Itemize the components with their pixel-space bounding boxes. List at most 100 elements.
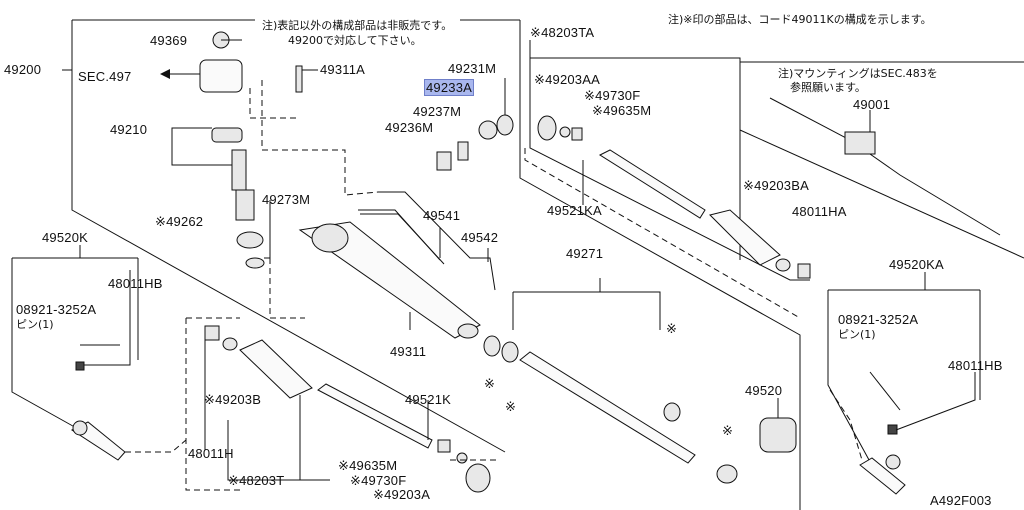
dash-housing-left xyxy=(249,88,300,119)
label-49273M[interactable]: 49273M xyxy=(262,192,311,207)
arrow-sec497-head xyxy=(160,69,170,79)
label-49520K[interactable]: 49520K xyxy=(42,230,89,245)
frame-48203TA xyxy=(529,40,810,281)
label-49237M[interactable]: 49237M xyxy=(413,104,462,119)
tube-flange xyxy=(311,223,349,253)
label-49369[interactable]: 49369 xyxy=(150,33,188,48)
label-48011HB-left[interactable]: 48011HB xyxy=(108,276,163,291)
label-49635M-top[interactable]: ※49635M xyxy=(592,103,652,118)
label-08921-left[interactable]: 08921-3252A xyxy=(16,302,97,317)
label-49231M[interactable]: 49231M xyxy=(448,61,497,76)
diagram-code: A492F003 xyxy=(930,493,992,508)
note-star-parts: 注)※印の部品は、コード49011Kの構成を示します。 xyxy=(668,13,932,26)
leader-49273M xyxy=(264,200,271,259)
label-49520[interactable]: 49520 xyxy=(745,383,783,398)
label-49311A[interactable]: 49311A xyxy=(320,62,366,77)
leader-48203T xyxy=(227,420,330,481)
label-49262[interactable]: ※49262 xyxy=(155,214,204,229)
label-49541[interactable]: 49541 xyxy=(423,208,461,223)
label-49542[interactable]: 49542 xyxy=(461,230,499,245)
label-49001[interactable]: 49001 xyxy=(853,97,891,112)
washer-49730F xyxy=(559,126,571,138)
marker-star-3: ※ xyxy=(505,399,517,414)
frame-main-right xyxy=(519,20,801,510)
seal-49210 xyxy=(211,127,243,143)
note-not-sold-2: 49200で対応して下さい。 xyxy=(288,34,422,47)
label-48203TA[interactable]: ※48203TA xyxy=(530,25,595,40)
frame-48203TA-right xyxy=(690,57,741,260)
nut-48011HA xyxy=(797,263,811,279)
label-49520KA[interactable]: 49520KA xyxy=(889,257,944,272)
nut-48011HB-right xyxy=(887,424,898,435)
label-49521K[interactable]: 49521K xyxy=(405,392,452,407)
frame-49001-side xyxy=(739,62,1024,259)
label-49200[interactable]: 49200 xyxy=(4,62,42,77)
tierod-end-right xyxy=(859,457,906,495)
bushing-49520 xyxy=(759,417,797,453)
dash-right-end xyxy=(829,389,863,461)
label-48011HB-right[interactable]: 48011HB xyxy=(948,358,1003,373)
spring-49237M xyxy=(457,141,469,161)
note-mount-2: 参照願います。 xyxy=(790,81,866,94)
label-49236M[interactable]: 49236M xyxy=(385,120,434,135)
label-49311[interactable]: 49311 xyxy=(390,344,427,359)
marker-star-4: ※ xyxy=(722,423,734,438)
label-49233A-highlight[interactable]: 49233A xyxy=(423,79,475,96)
washer-49730F-bot xyxy=(456,452,468,464)
note-mount-1: 注)マウンティングはSEC.483を xyxy=(778,67,938,80)
label-49203A[interactable]: ※49203A xyxy=(373,487,431,502)
pipe-49542 xyxy=(378,191,496,291)
clamp-49203B xyxy=(222,337,238,351)
pinion-gear xyxy=(235,189,255,221)
label-49210[interactable]: 49210 xyxy=(110,122,148,137)
nut-48011H xyxy=(204,325,220,341)
tierod-49521K xyxy=(317,383,433,449)
gear-housing xyxy=(199,59,243,93)
nut-48011HB-left xyxy=(75,361,85,371)
label-48011H[interactable]: 48011H xyxy=(188,446,234,461)
label-49203AA[interactable]: ※49203AA xyxy=(534,72,600,87)
label-49521KA[interactable]: 49521KA xyxy=(547,203,602,218)
tube-end xyxy=(457,323,479,339)
pinion-shaft xyxy=(231,149,247,191)
bolt-49311A xyxy=(295,65,303,93)
label-49635M-bot[interactable]: ※49635M xyxy=(338,458,398,473)
leader-48011HB-left xyxy=(84,270,131,366)
label-48011HA[interactable]: 48011HA xyxy=(792,204,847,219)
ring-49273M xyxy=(245,257,265,269)
note-not-sold-1: 注)表記以外の構成部品は非販売です。 xyxy=(262,19,453,32)
bearing-49262 xyxy=(236,231,264,249)
dash-lower-path xyxy=(269,228,305,319)
tierod-49521KA xyxy=(598,149,706,219)
frame-49520KA xyxy=(827,290,881,481)
label-49730F-bot[interactable]: ※49730F xyxy=(350,473,407,488)
label-49730F-top[interactable]: ※49730F xyxy=(584,88,641,103)
label-08921-right[interactable]: 08921-3252A xyxy=(838,312,919,327)
rack-bar-49271 xyxy=(519,351,696,464)
boot-48203TA xyxy=(709,209,781,266)
seal-b xyxy=(501,341,519,363)
label-sec497[interactable]: SEC.497 xyxy=(78,69,132,84)
boot-48203T xyxy=(239,339,313,399)
label-49233A[interactable]: 49233A xyxy=(423,79,475,96)
label-48203T[interactable]: ※48203T xyxy=(228,473,285,488)
nut-49635M-bot xyxy=(437,439,451,453)
nut-49635M xyxy=(571,127,583,141)
tierod-ball-right xyxy=(885,454,901,470)
label-49203BA[interactable]: ※49203BA xyxy=(743,178,809,193)
marker-star-1: ※ xyxy=(666,321,678,336)
label-49203B[interactable]: ※49203B xyxy=(204,392,262,407)
assy-49001-body xyxy=(844,131,876,155)
frame-main-left xyxy=(71,20,506,453)
pipe-49541-b xyxy=(360,213,445,265)
assy-49001 xyxy=(769,97,1001,236)
seal-a xyxy=(483,335,501,357)
label-pin-right: ピン(1) xyxy=(838,328,876,341)
nut-49231M xyxy=(496,114,514,136)
label-49271[interactable]: 49271 xyxy=(566,246,604,261)
clamp-49203BA xyxy=(775,258,791,272)
spacer-49236M xyxy=(436,151,452,171)
dash-housing-pipe xyxy=(261,80,379,196)
